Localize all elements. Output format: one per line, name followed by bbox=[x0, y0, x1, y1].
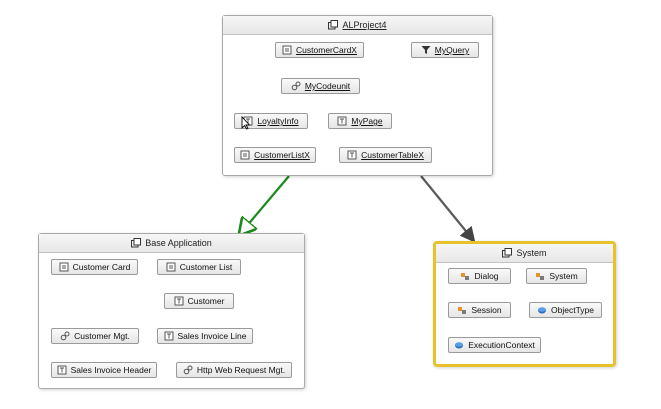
node-label: CustomerTableX bbox=[361, 150, 424, 160]
node-label: Customer Card bbox=[72, 262, 131, 272]
node-label: CustomerCardX bbox=[296, 45, 357, 55]
node-label: MyPage bbox=[351, 116, 383, 126]
node-label: Sales Invoice Line bbox=[177, 331, 247, 341]
table-icon bbox=[164, 331, 174, 341]
node-label: Customer bbox=[187, 296, 225, 306]
page-icon bbox=[59, 262, 69, 272]
node-label: ExecutionContext bbox=[468, 340, 535, 350]
enum-icon bbox=[537, 305, 547, 315]
node-dialog[interactable]: Dialog bbox=[448, 268, 511, 284]
node-label: Http Web Request Mgt. bbox=[196, 365, 286, 375]
node-sales-invoice-line[interactable]: Sales Invoice Line bbox=[157, 328, 253, 344]
node-label: MyCodeunit bbox=[304, 81, 351, 91]
enum-icon bbox=[454, 340, 464, 350]
node-http-web-request-mgt[interactable]: Http Web Request Mgt. bbox=[176, 362, 292, 378]
codeunit-icon bbox=[291, 81, 301, 91]
group-system-header[interactable]: System bbox=[436, 244, 613, 263]
window-icon bbox=[328, 20, 339, 30]
node-label: Customer Mgt. bbox=[74, 331, 130, 341]
table-icon bbox=[57, 365, 67, 375]
node-sales-invoice-header[interactable]: Sales Invoice Header bbox=[51, 362, 157, 378]
node-executioncontext[interactable]: ExecutionContext bbox=[448, 337, 541, 353]
node-myquery[interactable]: MyQuery bbox=[411, 42, 479, 58]
system-object-icon bbox=[457, 305, 467, 315]
group-base-application-title: Base Application bbox=[145, 238, 212, 248]
node-label: MyQuery bbox=[434, 45, 470, 55]
node-mycodeunit[interactable]: MyCodeunit bbox=[281, 78, 360, 94]
link-alproject-to-system bbox=[420, 175, 476, 243]
node-label: System bbox=[549, 271, 578, 281]
node-customercardx[interactable]: CustomerCardX bbox=[275, 42, 364, 58]
node-customerlistx[interactable]: CustomerListX bbox=[234, 147, 316, 163]
table-icon bbox=[347, 150, 357, 160]
window-icon bbox=[502, 248, 513, 258]
group-system-title: System bbox=[516, 248, 547, 258]
node-label: CustomerListX bbox=[254, 150, 310, 160]
link-alproject-to-base bbox=[240, 175, 290, 234]
node-label: ObjectType bbox=[551, 305, 594, 315]
codeunit-icon bbox=[60, 331, 70, 341]
codeunit-icon bbox=[183, 365, 193, 375]
group-base-application-header[interactable]: Base Application bbox=[39, 234, 304, 253]
mouse-pointer-icon bbox=[241, 115, 251, 130]
node-mypage[interactable]: MyPage bbox=[328, 113, 392, 129]
node-system[interactable]: System bbox=[526, 268, 587, 284]
node-customer[interactable]: Customer bbox=[164, 293, 234, 309]
node-customer-list[interactable]: Customer List bbox=[157, 259, 241, 275]
group-alproject4-title: ALProject4 bbox=[342, 20, 387, 30]
node-label: Sales Invoice Header bbox=[70, 365, 152, 375]
node-loyaltyinfo[interactable]: LoyaltyInfo bbox=[234, 113, 308, 129]
query-icon bbox=[421, 45, 431, 55]
table-icon bbox=[337, 116, 347, 126]
node-label: Session bbox=[471, 305, 502, 315]
system-object-icon bbox=[535, 271, 545, 281]
node-label: Dialog bbox=[474, 271, 499, 281]
system-object-icon bbox=[460, 271, 470, 281]
table-icon bbox=[174, 296, 184, 306]
node-session[interactable]: Session bbox=[448, 302, 511, 318]
page-icon bbox=[282, 45, 292, 55]
group-alproject4-header[interactable]: ALProject4 bbox=[223, 16, 492, 35]
node-customer-card[interactable]: Customer Card bbox=[51, 259, 138, 275]
node-customertablex[interactable]: CustomerTableX bbox=[339, 147, 432, 163]
node-label: Customer List bbox=[179, 262, 233, 272]
page-icon bbox=[240, 150, 250, 160]
page-icon bbox=[166, 262, 176, 272]
node-customer-mgt[interactable]: Customer Mgt. bbox=[51, 328, 139, 344]
node-objecttype[interactable]: ObjectType bbox=[529, 302, 602, 318]
window-icon bbox=[131, 238, 142, 248]
node-label: LoyaltyInfo bbox=[257, 116, 299, 126]
